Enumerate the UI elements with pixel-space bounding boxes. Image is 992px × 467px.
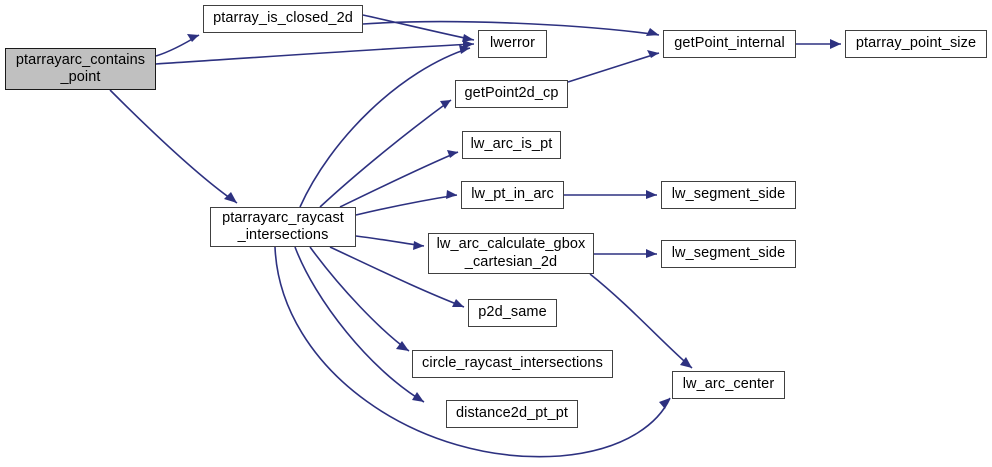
edge-raycast-to-lwptinarc-arrowhead <box>446 190 457 199</box>
edge-raycast-to-circleraycast <box>309 246 410 352</box>
node-lw_arc_calculate_gbox_cartesian_2d[interactable]: lw_arc_calculate_gbox _cartesian_2d <box>428 233 594 274</box>
edge-gbox-to-lwarccenter <box>589 273 693 369</box>
edge-raycast-to-p2dsame-arrowhead <box>452 299 464 307</box>
node-p2d_same[interactable]: p2d_same <box>468 299 557 327</box>
edge-contains-to-raycast-arrowhead <box>224 192 237 203</box>
node-lw_arc_is_pt[interactable]: lw_arc_is_pt <box>462 131 561 159</box>
node-lw_segment_side_1[interactable]: lw_segment_side <box>661 181 796 209</box>
edge-isclosed-to-lwerror <box>362 14 475 41</box>
node-getPoint_internal[interactable]: getPoint_internal <box>663 30 796 58</box>
edge-contains-to-lwerror-arrowhead <box>463 40 474 49</box>
node-lw_pt_in_arc[interactable]: lw_pt_in_arc <box>461 181 564 209</box>
edge-isclosed-to-getpointinternal-arrowhead <box>646 28 659 36</box>
node-circle_raycast_intersections[interactable]: circle_raycast_intersections <box>412 350 613 378</box>
edge-getpointinternal-to-pointsize-arrowhead <box>830 39 841 49</box>
edge-raycast-to-getpoint2dcp <box>319 99 452 208</box>
node-ptarray_is_closed_2d[interactable]: ptarray_is_closed_2d <box>203 5 363 33</box>
edge-raycast-to-lwarcispt-arrowhead <box>447 150 458 158</box>
node-lw_arc_center[interactable]: lw_arc_center <box>672 371 785 399</box>
node-lw_segment_side_2[interactable]: lw_segment_side <box>661 240 796 268</box>
edge-raycast-to-lwerror <box>299 47 471 208</box>
edge-gbox-to-lwarccenter-arrowhead <box>680 357 692 368</box>
edge-raycast-to-getpoint2dcp-arrowhead <box>440 100 451 109</box>
edge-raycast-to-gbox-arrowhead <box>413 241 424 250</box>
node-ptarrayarc_contains_point[interactable]: ptarrayarc_contains _point <box>5 48 156 90</box>
edge-isclosed-to-lwerror-arrowhead <box>462 34 474 42</box>
node-ptarrayarc_raycast_intersections[interactable]: ptarrayarc_raycast _intersections <box>210 207 356 247</box>
edge-isclosed-to-getpointinternal <box>362 20 660 36</box>
edge-raycast-to-lwarccenter-arrowhead <box>659 398 670 409</box>
node-distance2d_pt_pt[interactable]: distance2d_pt_pt <box>446 400 578 428</box>
edge-getpoint2dcp-to-getpointinternal-arrowhead <box>647 50 659 58</box>
edge-raycast-to-lwarcispt <box>339 151 459 208</box>
edge-contains-to-isclosed-arrowhead <box>187 34 199 42</box>
edge-raycast-to-distance2d-arrowhead <box>412 392 424 402</box>
node-ptarray_point_size[interactable]: ptarray_point_size <box>845 30 987 58</box>
edge-raycast-to-lwarccenter <box>274 246 671 458</box>
edge-gbox-to-segside2-arrowhead <box>646 249 657 258</box>
edge-contains-to-raycast <box>109 89 238 204</box>
edge-raycast-to-lwerror-arrowhead <box>459 45 470 54</box>
edge-contains-to-lwerror <box>155 43 475 65</box>
edge-lwptinarc-to-segside1-arrowhead <box>646 190 657 199</box>
node-getPoint2d_cp[interactable]: getPoint2d_cp <box>455 80 568 108</box>
edge-raycast-to-distance2d <box>294 246 425 403</box>
node-lwerror[interactable]: lwerror <box>478 30 547 58</box>
edge-raycast-to-circleraycast-arrowhead <box>396 341 409 351</box>
edge-raycast-to-p2dsame <box>329 246 465 308</box>
